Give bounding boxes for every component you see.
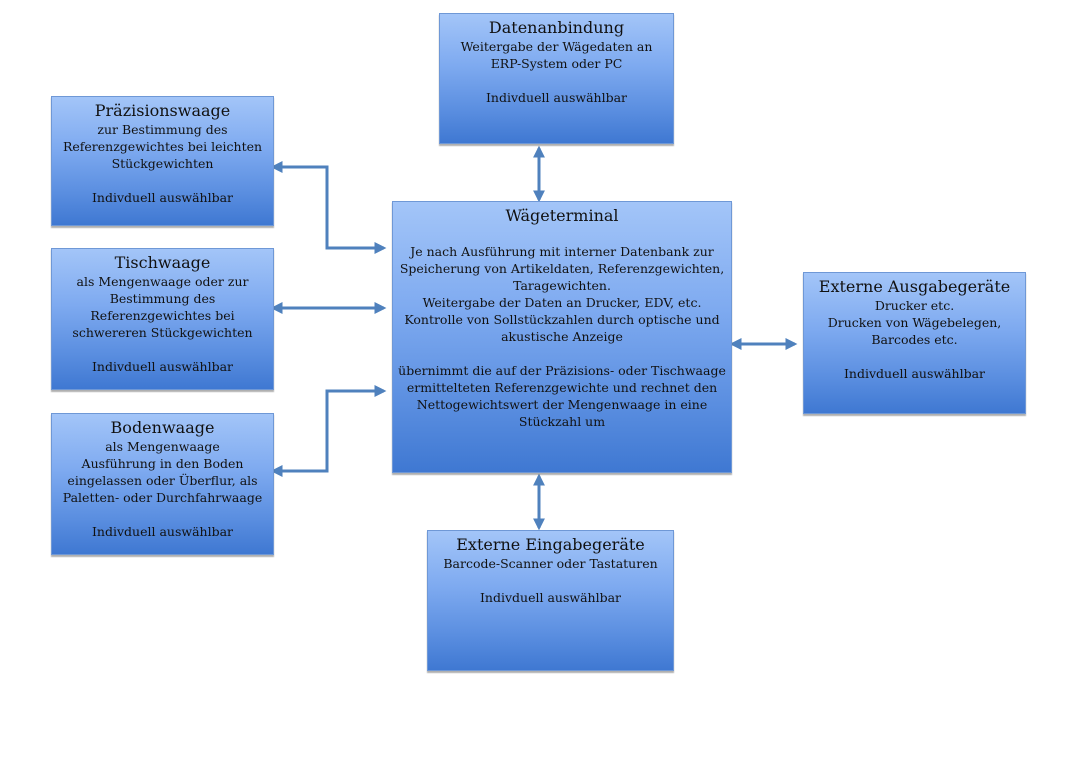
eingabe-title: Externe Eingabegeräte (456, 535, 645, 554)
datenanbindung-title: Datenanbindung (488, 18, 625, 37)
connector-terminal-praezisionswaage (270, 161, 387, 254)
bodenwaage-box: Bodenwaage als Mengenwaage Ausführung in… (51, 413, 274, 555)
waegeterminal-text: Je nach Ausführung mit interner Datenban… (398, 244, 726, 429)
ausgabe-title: Externe Ausgabegeräte (818, 277, 1011, 296)
waegeterminal-box: Wägeterminal Je nach Ausführung mit inte… (392, 201, 732, 473)
bodenwaage-title: Bodenwaage (110, 418, 215, 437)
ausgabe-text: Drucker etc. Drucken von Wägebelegen, Ba… (827, 298, 1002, 381)
waegeterminal-title: Wägeterminal (505, 206, 619, 225)
eingabe-box: Externe Eingabegeräte Barcode-Scanner od… (427, 530, 674, 671)
praezisionswaage-text: zur Bestimmung des Referenzgewichtes bei… (62, 122, 263, 205)
eingabe-text: Barcode-Scanner oder Tastaturen Indivdue… (443, 556, 658, 605)
datenanbindung-box: Datenanbindung Weitergabe der Wägedaten … (439, 13, 674, 144)
tischwaage-text: als Mengenwaage oder zur Bestimmung des … (72, 274, 253, 374)
praezisionswaage-title: Präzisionswaage (94, 101, 231, 120)
datenanbindung-text: Weitergabe der Wägedaten an ERP-System o… (460, 39, 653, 105)
bodenwaage-text: als Mengenwaage Ausführung in den Boden … (62, 439, 263, 539)
tischwaage-title: Tischwaage (114, 253, 211, 272)
praezisionswaage-box: Präzisionswaage zur Bestimmung des Refer… (51, 96, 274, 226)
connector-terminal-bodenwaage (270, 385, 387, 477)
tischwaage-box: Tischwaage als Mengenwaage oder zur Best… (51, 248, 274, 390)
ausgabe-box: Externe Ausgabegeräte Drucker etc. Druck… (803, 272, 1026, 414)
